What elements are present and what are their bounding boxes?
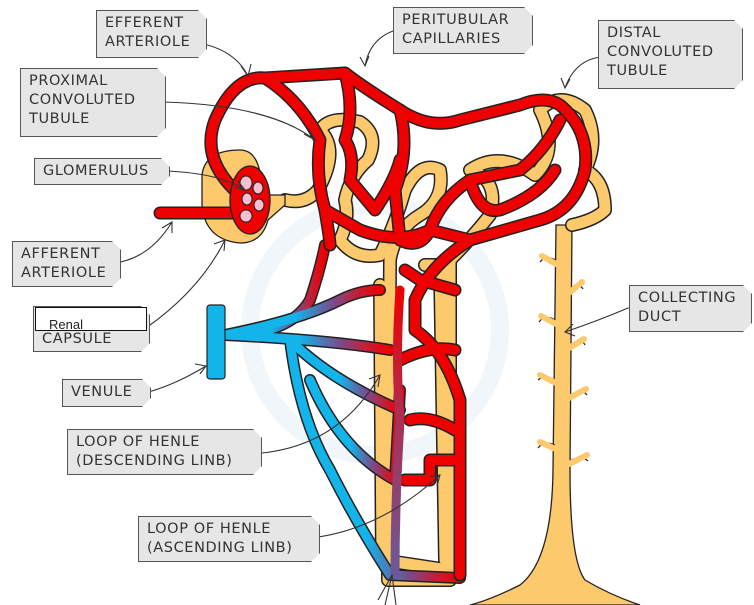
label-loop-of-henle-ascending: LOOP OF HENLE (ASCENDING LINB) (138, 516, 320, 562)
label-line: ARTERIOLE (105, 34, 191, 50)
glomerulus (229, 165, 271, 235)
label-efferent-arteriole: EFFERENT ARTERIOLE (96, 10, 207, 58)
label-line: CONVOLUTED (29, 92, 136, 108)
label-glomerulus: GLOMERULUS (34, 158, 170, 185)
label-loop-of-henle-descending: LOOP OF HENLE (DESCENDING LINB) (67, 429, 262, 475)
label-line: (DESCENDING LINB) (76, 453, 233, 469)
label-line: DUCT (638, 309, 682, 325)
label-distal-convoluted-tubule: DISTAL CONVOLUTED TUBULE (598, 20, 743, 89)
label-line: COLLECTING (638, 290, 737, 306)
label-line: PERITUBULAR (402, 12, 510, 28)
venule (206, 304, 226, 380)
label-line: ARTERIOLE (21, 265, 107, 281)
label-line: EFFERENT (105, 15, 184, 31)
renal-overlay-text: Renal (49, 317, 83, 331)
arterial-vessels (153, 66, 593, 582)
label-peritubular-capillaries: PERITUBULAR CAPILLARIES (393, 7, 533, 54)
collecting-duct (469, 224, 641, 605)
label-line: LOOP OF HENLE (147, 521, 272, 537)
label-line: LOOP OF HENLE (76, 434, 201, 450)
label-line: CAPILLARIES (402, 31, 501, 47)
label-proximal-convoluted-tubule: PROXIMAL CONVOLUTED TUBULE (20, 68, 166, 137)
label-afferent-arteriole: AFFERENT ARTERIOLE (12, 241, 121, 287)
label-line: CAPSULE (42, 331, 113, 347)
renal-overlay-box: Renal (35, 307, 147, 331)
label-line: (ASCENDING LINB) (147, 540, 293, 556)
label-venule: VENULE (62, 379, 151, 407)
label-line: TUBULE (607, 63, 668, 79)
label-collecting-duct: COLLECTING DUCT (629, 285, 752, 332)
leader-lines (114, 29, 629, 605)
label-line: VENULE (71, 384, 133, 400)
label-line: AFFERENT (21, 246, 101, 262)
label-line: CONVOLUTED (607, 44, 714, 60)
label-line: TUBULE (29, 111, 90, 127)
label-line: PROXIMAL (29, 73, 108, 89)
label-line: GLOMERULUS (43, 163, 149, 179)
label-line: DISTAL (607, 25, 661, 41)
venous-vessels (219, 239, 466, 584)
